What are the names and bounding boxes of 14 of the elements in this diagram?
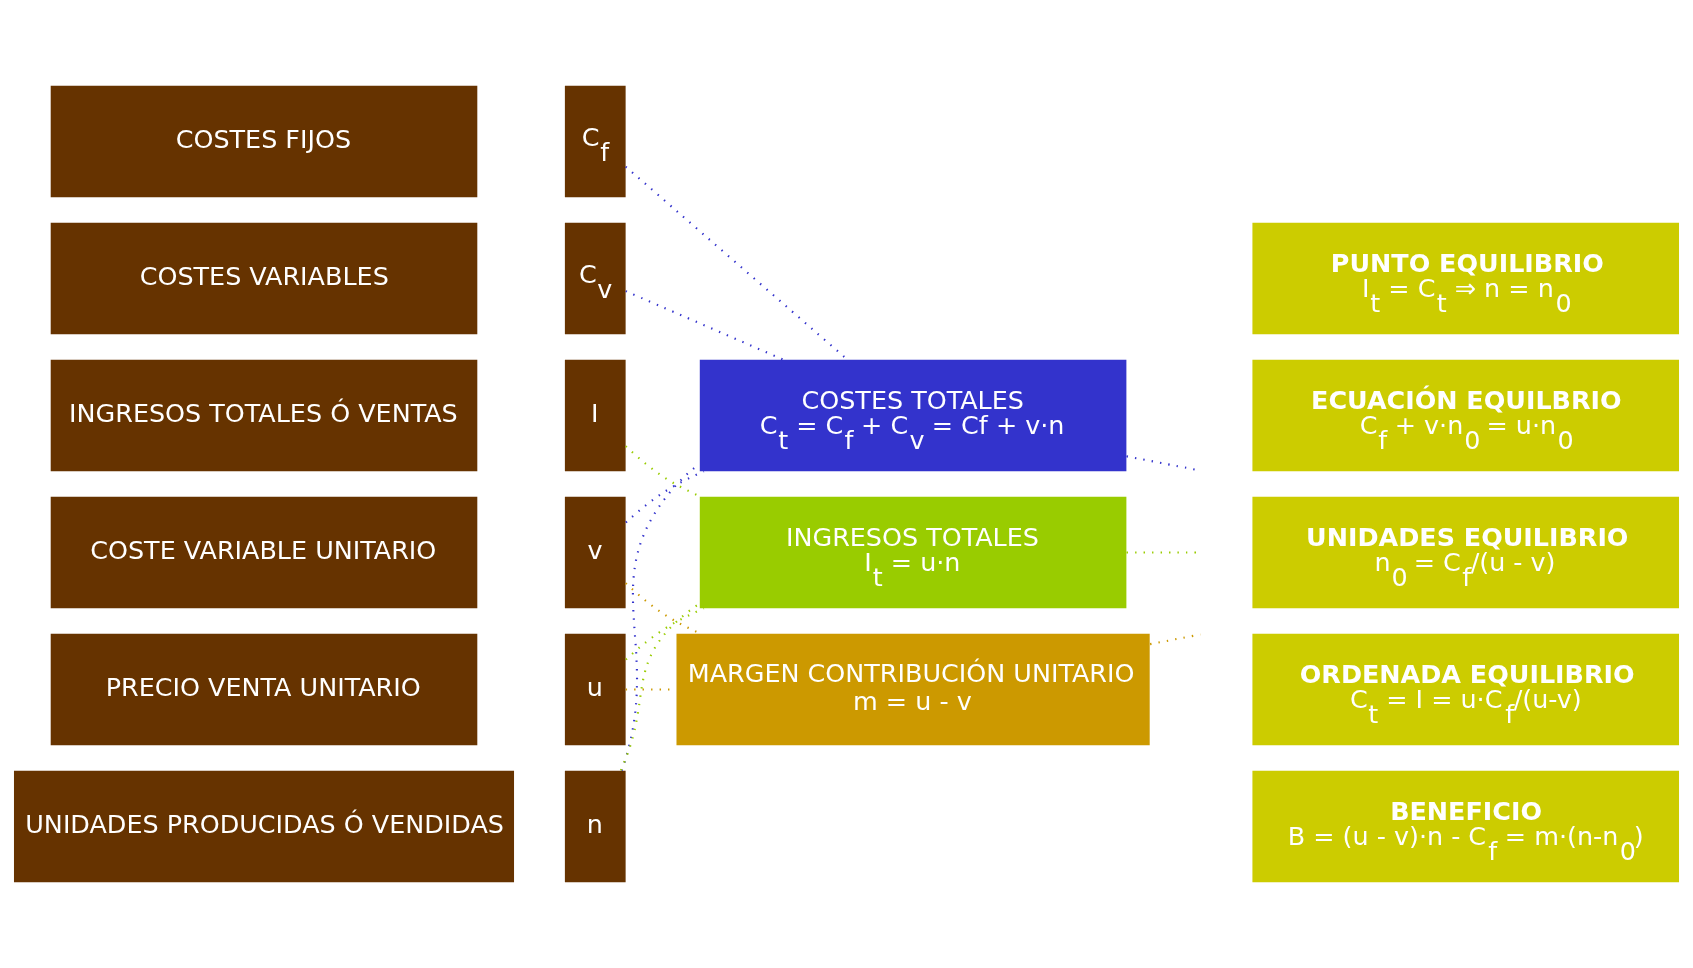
connector [625,470,705,524]
node-box: u [564,633,626,746]
node-box: COSTES VARIABLES [50,222,478,335]
connector [625,607,705,661]
node-box: I [564,359,626,472]
node-box: INGRESOS TOTALES Ó VENTAS [50,359,478,472]
node-box: v [564,496,626,609]
node-box: COSTE VARIABLE UNITARIO [50,496,478,609]
node-box: PRECIO VENTA UNITARIO [50,633,478,746]
node-box: COSTES FIJOS [50,85,478,198]
node-box: MARGEN CONTRIBUCIÓN UNITARIO m = u - v [676,633,1150,746]
node-box: n [564,770,626,883]
connector [625,290,784,361]
node-box: UNIDADES PRODUCIDAS Ó VENDIDAS [14,770,515,883]
